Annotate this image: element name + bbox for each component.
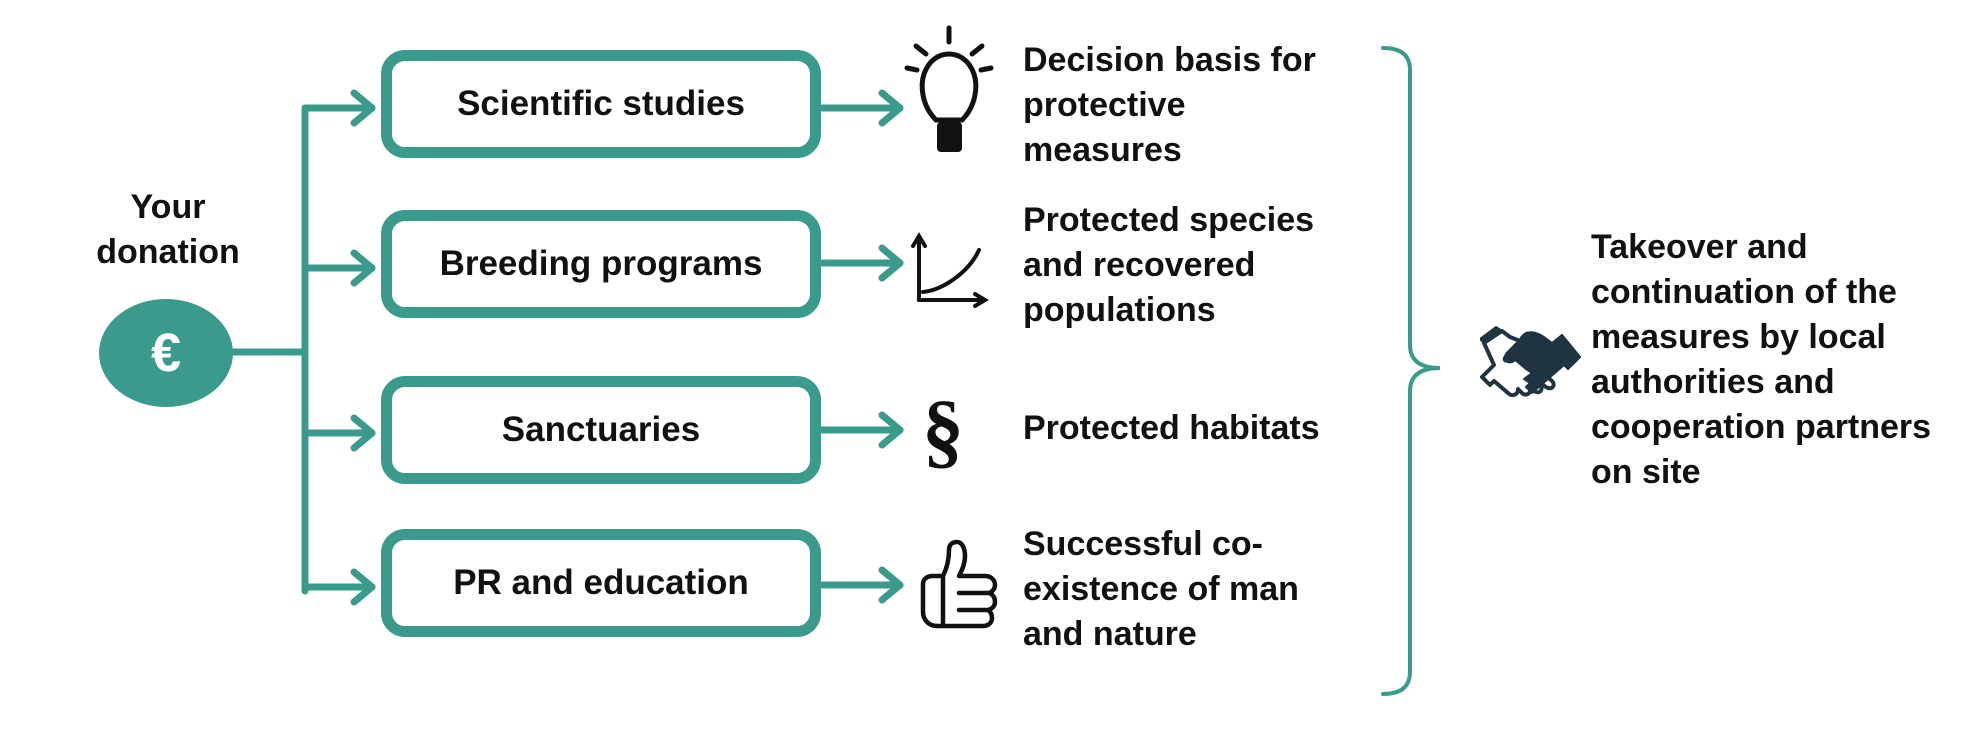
donation-label-line-2: donation: [96, 233, 240, 271]
outcome-text-2-line-3: populations: [1023, 291, 1216, 329]
activity-box-pr-and-education: PR and education: [381, 529, 821, 637]
final-outcome-line-6: on site: [1591, 453, 1701, 491]
final-outcome-line-2: continuation of the: [1591, 273, 1897, 311]
outcome-text-2-line-1: Protected species: [1023, 201, 1315, 239]
thumbs-up-icon: [920, 539, 998, 629]
handshake-icon: [1480, 326, 1581, 398]
activity-box-breeding-programs: Breeding programs: [381, 210, 821, 318]
outcome-text-2-line-2: and recovered: [1023, 246, 1256, 284]
outcome-text-1-line-2: protective: [1023, 86, 1186, 124]
activity-box-sanctuaries: Sanctuaries: [381, 376, 821, 484]
outcome-text-1-line-3: measures: [1023, 131, 1182, 169]
outcome-arrowhead-1: [878, 89, 904, 127]
outcome-text-3-line-1: Protected habitats: [1023, 409, 1320, 447]
final-outcome-line-1: Takeover and: [1591, 228, 1808, 266]
outcome-text-1: Decision basis for protective measures: [1023, 38, 1316, 173]
section-sign-icon: §: [922, 384, 964, 477]
outcome-text-4: Successful co- existence of man and natu…: [1023, 522, 1299, 657]
euro-icon: €: [99, 299, 233, 407]
outcome-text-4-line-2: existence of man: [1023, 570, 1299, 608]
donation-label-line-1: Your: [130, 188, 206, 226]
arrowhead-1: [350, 89, 376, 127]
outcome-arrowhead-2: [878, 244, 904, 282]
right-curly-brace: [1381, 46, 1441, 696]
growth-graph-icon: [911, 232, 989, 308]
activity-box-scientific-studies: Scientific studies: [381, 50, 821, 158]
final-outcome-line-5: cooperation partners: [1591, 408, 1932, 446]
outcome-arrowhead-4: [878, 566, 904, 604]
donation-label: Your donation: [78, 185, 258, 275]
lightbulb-icon: [904, 25, 994, 152]
outcome-text-3: Protected habitats: [1023, 406, 1320, 451]
arrowhead-4: [350, 568, 376, 606]
final-outcome-line-4: authorities and: [1591, 363, 1835, 401]
outcome-text-2: Protected species and recovered populati…: [1023, 198, 1314, 333]
outcome-text-4-line-3: and nature: [1023, 615, 1197, 653]
outcome-arrowhead-3: [878, 411, 904, 449]
arrowhead-2: [350, 249, 376, 287]
outcome-text-4-line-1: Successful co-: [1023, 525, 1263, 563]
outcome-text-1-line-1: Decision basis for: [1023, 41, 1316, 79]
final-outcome-line-3: measures by local: [1591, 318, 1886, 356]
arrowhead-3: [350, 414, 376, 452]
final-outcome-text: Takeover and continuation of the measure…: [1591, 225, 1931, 495]
